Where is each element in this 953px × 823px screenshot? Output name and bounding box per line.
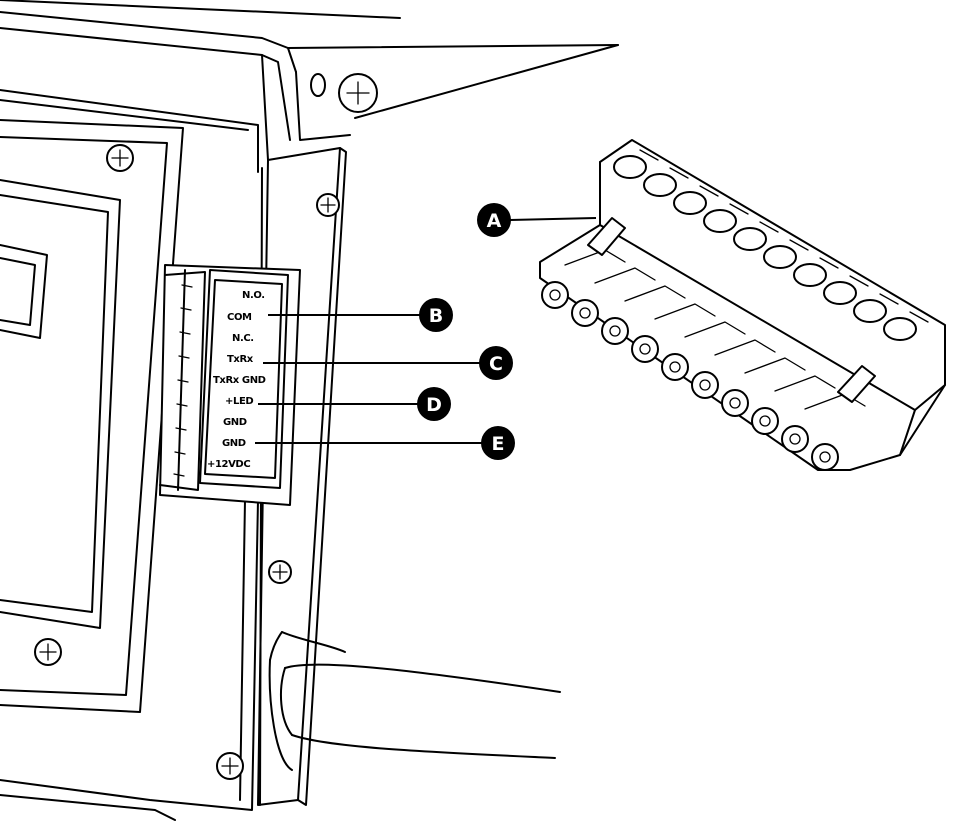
callout-a: A: [477, 203, 597, 237]
callout-c: C: [263, 346, 513, 380]
device-housing: [0, 0, 619, 821]
screw-icon: [106, 144, 134, 172]
pin-label-led: +LED: [225, 396, 253, 407]
screw-holes: [541, 281, 839, 471]
terminal-block: N.O. COM N.C. TxRx TxRx GND +LED GND GND…: [159, 264, 301, 506]
locking-tab: [837, 365, 876, 403]
callout-d: D: [258, 387, 451, 421]
connector-plug: [539, 139, 946, 471]
callout-e-label: E: [492, 433, 505, 455]
callout-e: E: [255, 426, 515, 460]
pin-label-12vdc: +12VDC: [207, 459, 250, 470]
pin-label-txrx: TxRx: [227, 354, 254, 365]
callout-b-label: B: [429, 305, 443, 327]
screw-icon: [316, 193, 340, 217]
screw-icon: [268, 560, 292, 584]
screw-icon: [310, 73, 378, 113]
locking-tab: [587, 217, 626, 256]
callout-a-label: A: [487, 210, 502, 232]
callout-d-label: D: [426, 394, 442, 416]
screw-icon: [216, 752, 244, 780]
pin-label-gnd-2: GND: [222, 438, 246, 449]
pin-label-gnd-1: GND: [223, 417, 247, 428]
pin-label-com: COM: [227, 312, 252, 323]
callout-c-label: C: [489, 353, 503, 375]
wire-entry-holes: [613, 155, 917, 341]
pin-label-no: N.O.: [242, 290, 265, 301]
screw-icon: [34, 638, 62, 666]
pin-label-nc: N.C.: [232, 333, 254, 344]
callout-b: B: [268, 298, 453, 332]
pin-label-txrx-gnd: TxRx GND: [213, 375, 266, 386]
cable: [268, 631, 561, 771]
